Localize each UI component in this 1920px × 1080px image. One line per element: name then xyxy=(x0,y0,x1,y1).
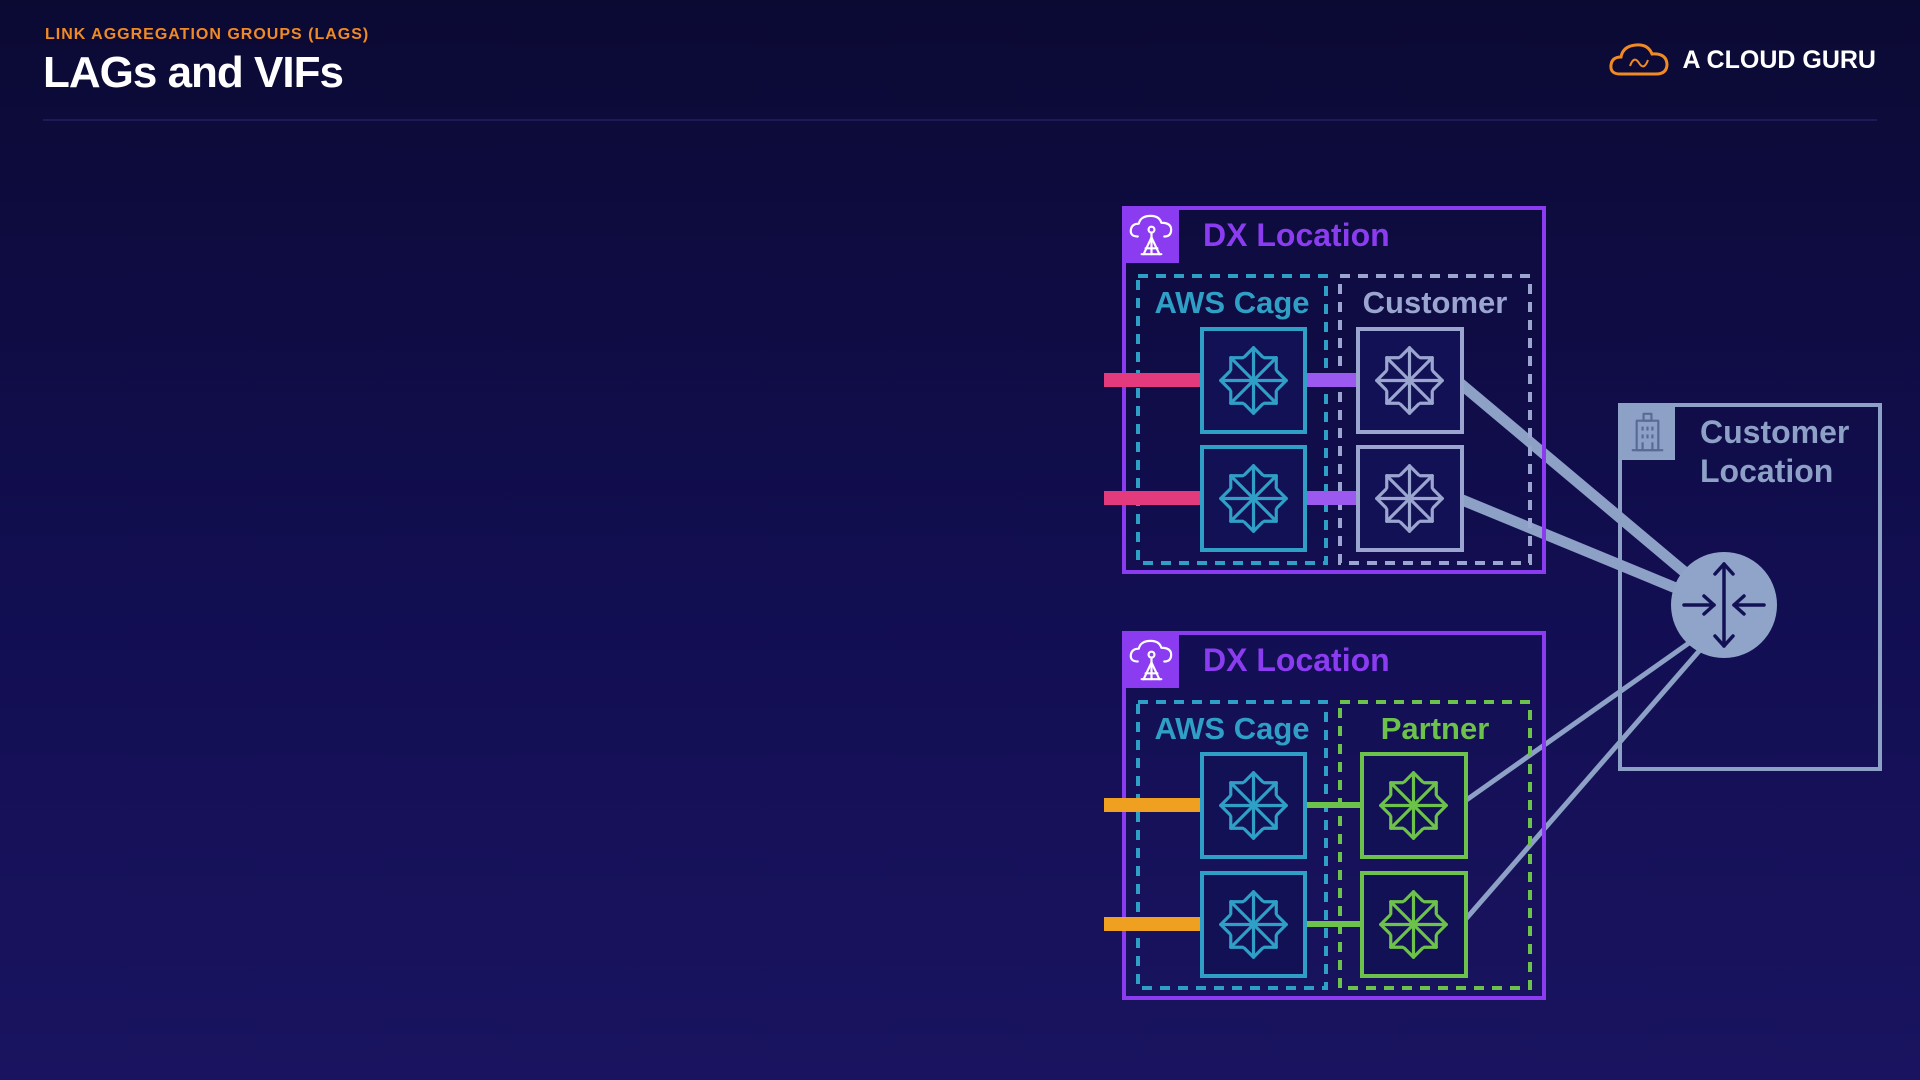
dx-location-2-border xyxy=(1122,631,1546,1000)
customer-location-border xyxy=(1618,403,1882,771)
dx-location-1-label: DX Location xyxy=(1203,217,1390,253)
partner-cage-border xyxy=(1338,700,1532,990)
customer-location-label-line2: Location xyxy=(1700,453,1833,489)
aws-cage-2-border xyxy=(1136,700,1328,990)
router-arrows-icon xyxy=(1682,562,1766,648)
customer-edge-router xyxy=(1671,552,1777,658)
dx-location-2: DX Location AWS Cage Partner xyxy=(1104,631,1546,1000)
partner-cage-label: Partner xyxy=(1381,711,1490,746)
customer-cage-label: Customer xyxy=(1363,285,1508,320)
router-icon xyxy=(1379,890,1448,959)
cloud-logo-icon xyxy=(1609,43,1669,76)
dx-location-2-label: DX Location xyxy=(1203,642,1390,678)
customer-uplink-1 xyxy=(1451,374,1704,590)
customer-uplink-2 xyxy=(1452,491,1703,604)
customer-cage-border xyxy=(1338,274,1532,565)
partner-uplink-2 xyxy=(1463,648,1702,922)
aws-cage-2-label: AWS Cage xyxy=(1154,711,1309,746)
router-icon xyxy=(1379,771,1448,840)
router-icon xyxy=(1375,464,1444,533)
partner-uplink-1 xyxy=(1463,635,1698,804)
router-icon xyxy=(1375,346,1444,415)
router-icon xyxy=(1219,464,1288,533)
router-icon xyxy=(1219,771,1288,840)
customer-location: Customer Location xyxy=(1618,403,1882,771)
dx-location-1: DX Location AWS Cage Customer xyxy=(1104,206,1546,574)
brand-name: A CLOUD GURU xyxy=(1682,45,1876,74)
customer-location-label-line1: Customer xyxy=(1700,414,1849,450)
router-icon xyxy=(1219,890,1288,959)
section-eyebrow: LINK AGGREGATION GROUPS (LAGS) xyxy=(45,26,370,43)
page-title: LAGs and VIFs xyxy=(43,48,344,97)
brand-logo: A CLOUD GURU xyxy=(1608,40,1876,80)
aws-cage-1-border xyxy=(1136,274,1328,565)
router-icon xyxy=(1219,346,1288,415)
dx-location-1-border xyxy=(1122,206,1546,574)
aws-cage-1-label: AWS Cage xyxy=(1154,285,1309,320)
uplinks-to-customer-router xyxy=(1451,374,1704,922)
header-divider xyxy=(43,119,1877,121)
